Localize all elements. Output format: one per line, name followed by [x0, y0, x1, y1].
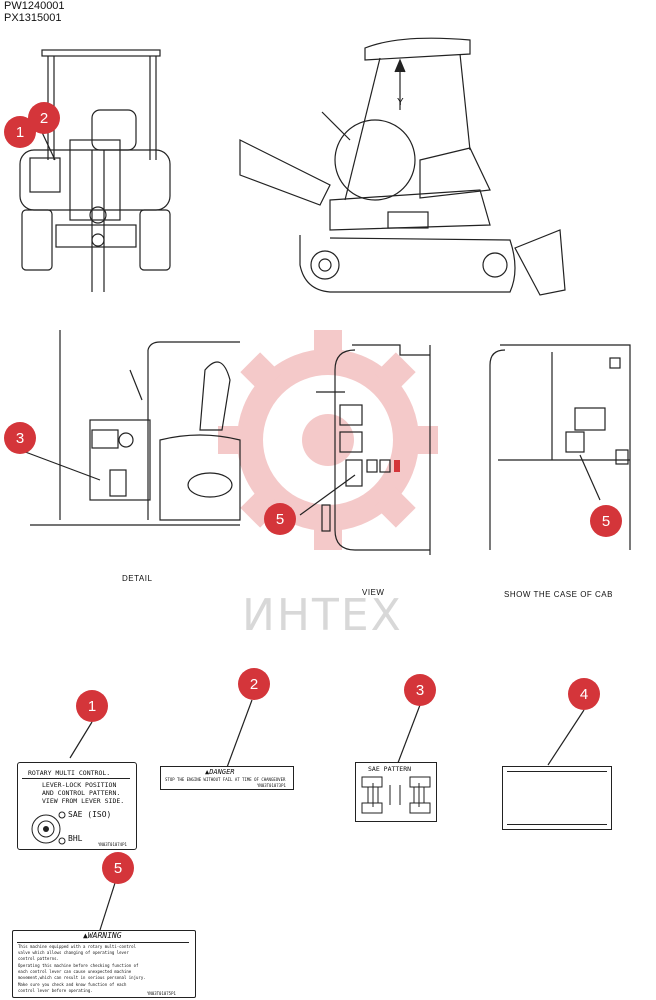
label-2-code: YN03T01073P1 — [257, 783, 286, 788]
label-5-title-text: WARNING — [87, 931, 122, 940]
label-5-line-3: control patterns. — [18, 956, 59, 961]
rotary-switch-icon — [31, 811, 66, 845]
label-5-line-8: control lever before operating. — [18, 988, 93, 993]
callout-5-cab: 5 — [590, 505, 622, 537]
lever-view-drawing — [299, 344, 431, 555]
callout-2: 2 — [28, 102, 60, 134]
label-1-line-3: VIEW FROM LEVER SIDE. — [42, 797, 125, 805]
label-5-title: ▲WARNING — [83, 931, 122, 940]
label-1-title: ROTARY MULTI CONTROL. — [28, 769, 111, 777]
label-5-line-1: This machine equipped with a rotary mult… — [18, 944, 137, 949]
label-4-blank-plate — [502, 766, 612, 830]
label-2-title: ▲DANGER — [205, 768, 235, 776]
label-2-text: STOP THE ENGINE WITHOUT FAIL AT TIME OF … — [165, 777, 286, 782]
callout-label-4: 4 — [568, 678, 600, 710]
label-3-title: SAE PATTERN — [368, 765, 412, 773]
label-1-rotary-multi-control: ROTARY MULTI CONTROL. LEVER-LOCK POSITIO… — [17, 762, 137, 850]
part-codes: PW1240001 PX1315001 — [4, 0, 65, 24]
label-2-danger: ▲DANGER STOP THE ENGINE WITHOUT FAIL AT … — [160, 766, 294, 790]
label-1-sae: SAE (ISO) — [68, 810, 112, 819]
y-arrow-label: Y — [397, 97, 405, 108]
part-code-1: PW1240001 — [4, 0, 65, 12]
callout-label-3: 3 — [404, 674, 436, 706]
control-pattern-icon — [361, 776, 431, 814]
cab-view-drawing — [489, 344, 631, 550]
label-2-title-text: DANGER — [209, 768, 235, 776]
label-1-line-2: AND CONTROL PATTERN. — [42, 789, 121, 797]
callout-label-2: 2 — [238, 668, 270, 700]
detail-view-drawing — [19, 330, 241, 526]
caption-cab: SHOW THE CASE OF CAB — [504, 590, 613, 599]
label-5-warning: ▲WARNING This machine equipped with a ro… — [12, 930, 196, 998]
label-5-code: YN03T01075P1 — [147, 991, 176, 996]
label-1-code: YN03T01074P1 — [98, 842, 127, 847]
label-5-line-4: Operating this machine before checking f… — [18, 963, 139, 968]
caption-detail: DETAIL — [122, 574, 153, 583]
label-1-line-1: LEVER-LOCK POSITION — [42, 781, 117, 789]
label-1-bhl: BHL — [68, 834, 83, 843]
label-3-sae-pattern: SAE PATTERN — [355, 762, 437, 822]
front-view-drawing — [19, 49, 171, 292]
callout-label-5: 5 — [102, 852, 134, 884]
label-5-line-5: each control lever can cause unexpected … — [18, 969, 132, 974]
side-view-drawing — [239, 37, 566, 296]
part-code-2: PX1315001 — [4, 12, 62, 24]
label-5-line-7: Make sure you check and know function of… — [18, 982, 127, 987]
callout-5-view: 5 — [264, 503, 296, 535]
callout-3-detail: 3 — [4, 422, 36, 454]
watermark-text: ИНТЕХ — [242, 590, 403, 641]
label-5-line-2: valve which allows changing of operating… — [18, 950, 129, 955]
label-5-line-6: movement,which can result in serious per… — [18, 975, 146, 980]
callout-label-1: 1 — [76, 690, 108, 722]
caption-view: VIEW — [362, 588, 385, 597]
